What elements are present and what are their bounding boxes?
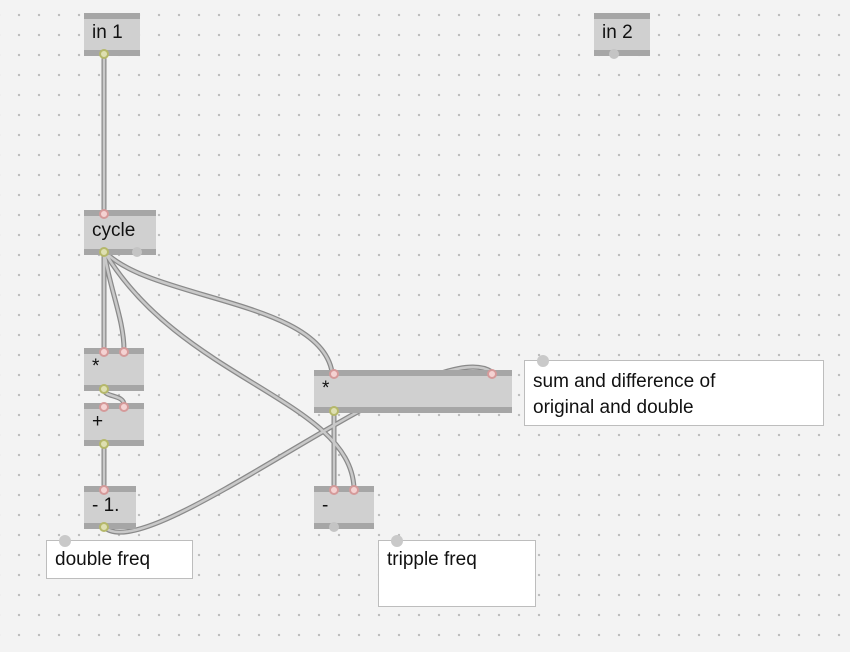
cycle-top-bar <box>84 210 156 216</box>
multiply-object-2[interactable]: * <box>314 369 512 416</box>
multiply-1-top-bar <box>84 348 144 354</box>
in2-top-bar <box>594 13 650 19</box>
comment-sum-and-difference[interactable]: sum and difference of original and doubl… <box>524 355 824 426</box>
subtract-one-bottom-bar <box>84 523 136 529</box>
multiply-2-top-bar <box>314 370 512 376</box>
subtract-bottom-bar <box>314 523 374 529</box>
comment-double-freq-text: double freq <box>55 549 151 570</box>
comment-line-1: sum and difference of <box>533 371 716 392</box>
subtract-one-inlet[interactable] <box>99 485 109 495</box>
multiply-2-inlet-left[interactable] <box>329 369 339 379</box>
cycle-inlet-left[interactable] <box>99 209 109 219</box>
cycle-label: cycle <box>92 220 136 241</box>
in2-outlet[interactable] <box>609 49 619 59</box>
cycle-bottom-bar <box>84 249 156 255</box>
subtract-inlet-right[interactable] <box>349 485 359 495</box>
in1-object[interactable]: in 1 <box>84 13 140 59</box>
multiply-2-outlet[interactable] <box>329 406 339 416</box>
multiply-1-label: * <box>92 356 100 377</box>
add-inlet-left[interactable] <box>99 402 109 412</box>
cycle-outlet-right[interactable] <box>132 247 142 257</box>
comment-tripple-freq-text: tripple freq <box>387 549 477 570</box>
add-object[interactable]: + <box>84 402 144 449</box>
cord-cycle-to-mul1-right <box>101 248 127 353</box>
add-outlet[interactable] <box>99 439 109 449</box>
comment-sum-and-difference-text: sum and difference of original and doubl… <box>533 369 715 421</box>
cycle-outlet[interactable] <box>99 247 109 257</box>
multiply-object-1[interactable]: * <box>84 347 144 394</box>
subtract-outlet[interactable] <box>329 522 339 532</box>
multiply-2-inlet-right[interactable] <box>487 369 497 379</box>
multiply-2-bottom-bar <box>314 407 512 413</box>
in1-bottom-bar <box>84 50 140 56</box>
add-inlet-right[interactable] <box>119 402 129 412</box>
multiply-1-inlet-left[interactable] <box>99 347 109 357</box>
cycle-object[interactable]: cycle <box>84 209 156 257</box>
add-bottom-bar <box>84 440 144 446</box>
comment-double-freq-inlet[interactable] <box>59 535 71 547</box>
subtract-top-bar <box>314 486 374 492</box>
subtract-one-label: - 1. <box>92 495 120 516</box>
comment-line-2: original and double <box>533 397 694 418</box>
subtract-label: - <box>322 495 329 516</box>
multiply-2-label: * <box>322 378 330 399</box>
multiply-1-outlet[interactable] <box>99 384 109 394</box>
multiply-1-inlet-right[interactable] <box>119 347 129 357</box>
comment-tripple-freq[interactable]: tripple freq <box>378 535 536 607</box>
comment-double-freq[interactable]: double freq <box>46 535 193 579</box>
in1-outlet[interactable] <box>99 49 109 59</box>
multiply-1-bottom-bar <box>84 385 144 391</box>
in2-label: in 2 <box>602 22 633 43</box>
subtract-one-top-bar <box>84 486 136 492</box>
subtract-inlet-left[interactable] <box>329 485 339 495</box>
in2-bottom-bar <box>594 50 650 56</box>
in1-label: in 1 <box>92 22 123 43</box>
comment-tripple-freq-inlet[interactable] <box>391 535 403 547</box>
add-label: + <box>92 411 104 432</box>
in1-top-bar <box>84 13 140 19</box>
in2-object[interactable]: in 2 <box>594 13 650 59</box>
add-top-bar <box>84 403 144 409</box>
subtract-object[interactable]: - <box>314 485 374 532</box>
subtract-one-object[interactable]: - 1. <box>84 485 136 532</box>
subtract-one-outlet[interactable] <box>99 522 109 532</box>
comment-sum-and-difference-inlet[interactable] <box>537 355 549 367</box>
